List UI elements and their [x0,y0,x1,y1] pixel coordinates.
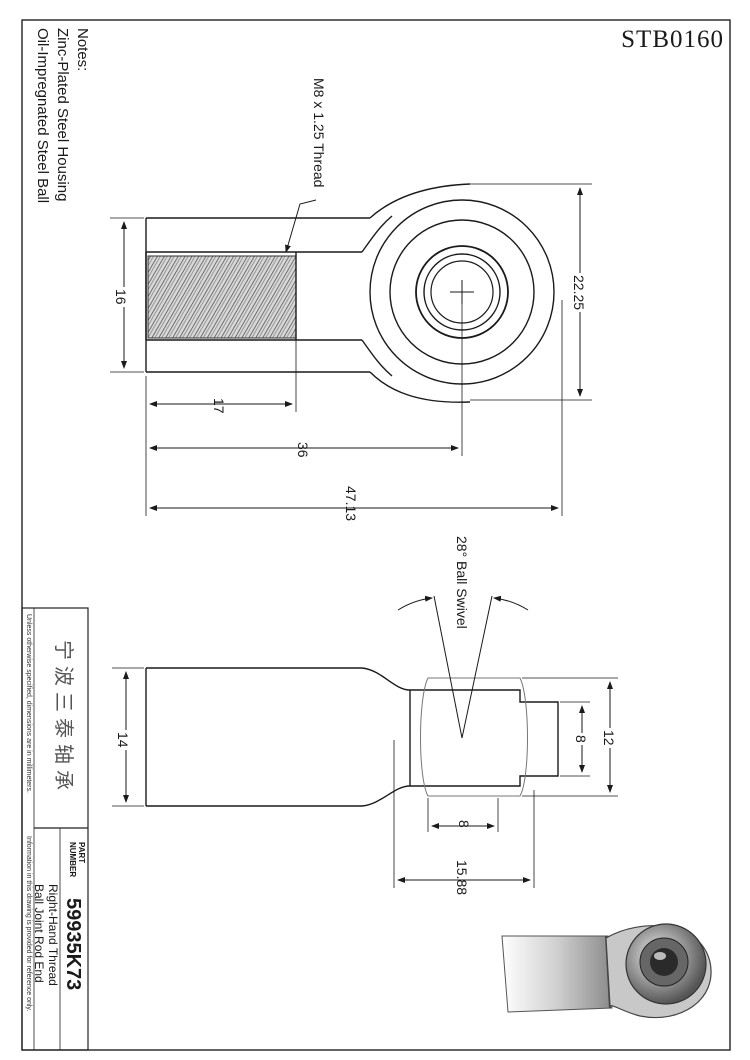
notes-heading: Notes: [74,28,91,72]
sheet-border [21,19,731,1051]
dim-center-len: 36 [295,442,311,458]
dim-shank-dia: 16 [113,287,129,307]
description-line-2: Ball Joint Rod End [32,884,46,983]
top-view [110,183,592,516]
side-view [112,595,618,888]
dim-ball-dia: 15.88 [454,860,470,896]
title-block-footnote: Information in this drawing is provided … [25,836,32,1012]
description-line-1: Right-Hand Thread [46,884,60,986]
part-description: Right-Hand Thread Ball Joint Rod End [32,884,60,986]
dim-shank-width: 14 [115,730,131,750]
notes-block: Notes: Zinc-Plated Steel Housing Oil-Imp… [32,28,92,203]
title-block-disclaimer: Unless otherwise specified, dimensions a… [25,614,32,793]
company-name: 宁波三泰轴承 [52,640,76,796]
thread-callout: M8 x 1.25 Thread [311,78,327,188]
thread-region [147,255,297,339]
dim-overall-len: 47.13 [343,486,359,522]
notes-line-1: Zinc-Plated Steel Housing [54,28,71,202]
dim-head-dia: 22.25 [571,273,587,313]
sheet-id: STB0160 [621,26,724,53]
part-number-label: PART NUMBER [68,842,86,878]
dim-ball-width: 8 [573,733,589,745]
dim-thread-len: 17 [211,398,227,414]
dim-head-width: 12 [601,728,617,748]
swivel-callout: 28° Ball Swivel [454,536,470,629]
part-number: 59935K73 [62,898,84,991]
dim-bore: 8 [456,820,472,828]
title-block [21,607,89,1051]
notes-line-2: Oil-Impregnated Steel Ball [34,28,51,204]
rod-end-photo [501,923,712,1019]
